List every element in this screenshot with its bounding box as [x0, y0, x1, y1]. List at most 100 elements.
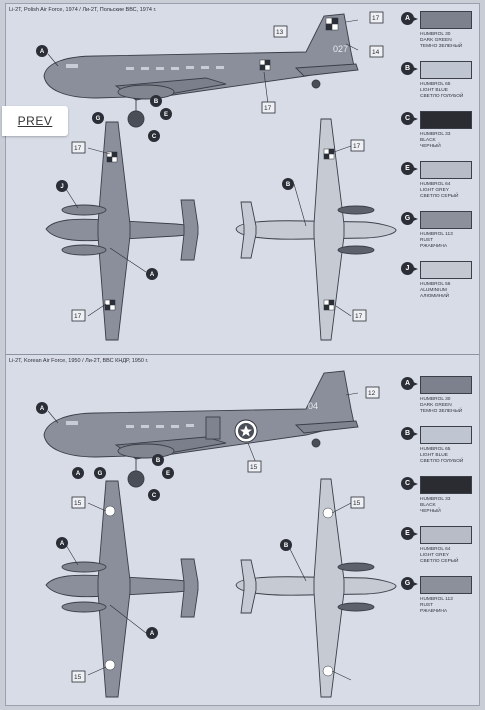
color-box [420, 261, 472, 279]
paint-callout: G [94, 467, 106, 479]
svg-text:17: 17 [74, 145, 82, 152]
tail-code: 04 [308, 401, 318, 411]
paint-callout: B [282, 178, 294, 190]
svg-text:17: 17 [353, 143, 361, 150]
callout-box: 15 [71, 496, 86, 509]
paint-callout: C [148, 130, 160, 142]
paint-callout: J [56, 180, 68, 192]
svg-text:B: B [286, 182, 291, 188]
paint-callout: B [280, 539, 292, 551]
paint-callout: A [36, 402, 48, 414]
paint-callout: E [160, 108, 172, 120]
paint-callout: A [146, 627, 158, 639]
svg-text:C: C [152, 493, 157, 499]
paint-callout: B [150, 95, 162, 107]
callout-box: 17 [369, 11, 384, 24]
color-box [420, 61, 472, 79]
color-box [420, 426, 472, 444]
svg-text:17: 17 [264, 105, 272, 112]
color-box [420, 161, 472, 179]
callout-box: 15 [247, 460, 262, 473]
svg-text:17: 17 [355, 313, 363, 320]
callout-box: 13 [273, 25, 288, 38]
svg-text:15: 15 [250, 464, 258, 471]
side-view-fuselage [43, 370, 355, 458]
panel-caption: Li-2T, Polish Air Force, 1974 / Ли-2Т, П… [9, 7, 157, 13]
color-box [420, 476, 472, 494]
top-view-wing [97, 480, 131, 698]
svg-text:A: A [60, 541, 65, 547]
callout-box: 17 [352, 309, 367, 322]
callout-box: 17 [350, 139, 365, 152]
side-view-fuselage [43, 13, 355, 99]
paint-callout: B [152, 454, 164, 466]
svg-text:B: B [156, 458, 161, 464]
side-view-engine [117, 84, 175, 100]
svg-text:17: 17 [372, 15, 380, 22]
callout-box: 12 [365, 386, 380, 399]
prev-button[interactable]: PREV [2, 106, 68, 136]
callout-box: 15 [71, 670, 86, 683]
top-view-wing [97, 121, 131, 341]
svg-text:14: 14 [372, 49, 380, 56]
svg-text:A: A [40, 49, 45, 55]
panel-korean-air-force: Li-2T, Korean Air Force, 1950 / Ли-2Т, В… [6, 354, 479, 705]
prev-button-label: PREV [17, 114, 53, 128]
paint-callout: C [148, 489, 160, 501]
callout-box: 17 [261, 101, 276, 114]
svg-text:13: 13 [276, 29, 284, 36]
callout-box: 17 [71, 309, 86, 322]
svg-text:A: A [76, 471, 81, 477]
side-view-wheel [127, 470, 145, 488]
svg-text:E: E [166, 471, 170, 477]
color-box [420, 576, 472, 594]
svg-text:15: 15 [74, 500, 82, 507]
svg-text:17: 17 [74, 313, 82, 320]
side-view-engine [117, 443, 175, 459]
svg-text:A: A [150, 631, 155, 637]
side-view-wheel [127, 110, 145, 128]
svg-text:G: G [98, 471, 103, 477]
callout-box: 14 [369, 45, 384, 58]
svg-text:12: 12 [368, 390, 376, 397]
color-box [420, 111, 472, 129]
svg-text:B: B [154, 99, 159, 105]
aircraft-drawing-2: 04 12 15 15 15 15 A A B C E G [36, 370, 397, 698]
side-view-stabilizer [294, 63, 359, 77]
aircraft-drawing-1: 027 17 13 14 17 17 17 17 17 [36, 11, 397, 341]
svg-text:B: B [284, 543, 289, 549]
callout-box: 15 [350, 496, 365, 509]
svg-text:C: C [152, 134, 157, 140]
svg-text:15: 15 [353, 500, 361, 507]
callout-box: 17 [71, 141, 86, 154]
svg-text:E: E [164, 112, 168, 118]
color-box [420, 11, 472, 29]
top-view-tailplane [180, 558, 199, 618]
svg-text:A: A [40, 406, 45, 412]
paint-callout: A [56, 537, 68, 549]
instruction-sheet: Li-2T, Polish Air Force, 1974 / Ли-2Т, П… [5, 3, 480, 706]
bottom-view-wing [313, 118, 345, 341]
bottom-view-wing [313, 478, 345, 698]
paint-callout: A [36, 45, 48, 57]
top-view-tailplane [180, 199, 199, 261]
panel-polish-air-force: Li-2T, Polish Air Force, 1974 / Ли-2Т, П… [6, 4, 479, 350]
tail-code: 027 [333, 44, 348, 54]
paint-callout: A [146, 268, 158, 280]
svg-text:G: G [96, 116, 101, 122]
side-view-stabilizer [294, 420, 359, 434]
svg-text:A: A [150, 272, 155, 278]
